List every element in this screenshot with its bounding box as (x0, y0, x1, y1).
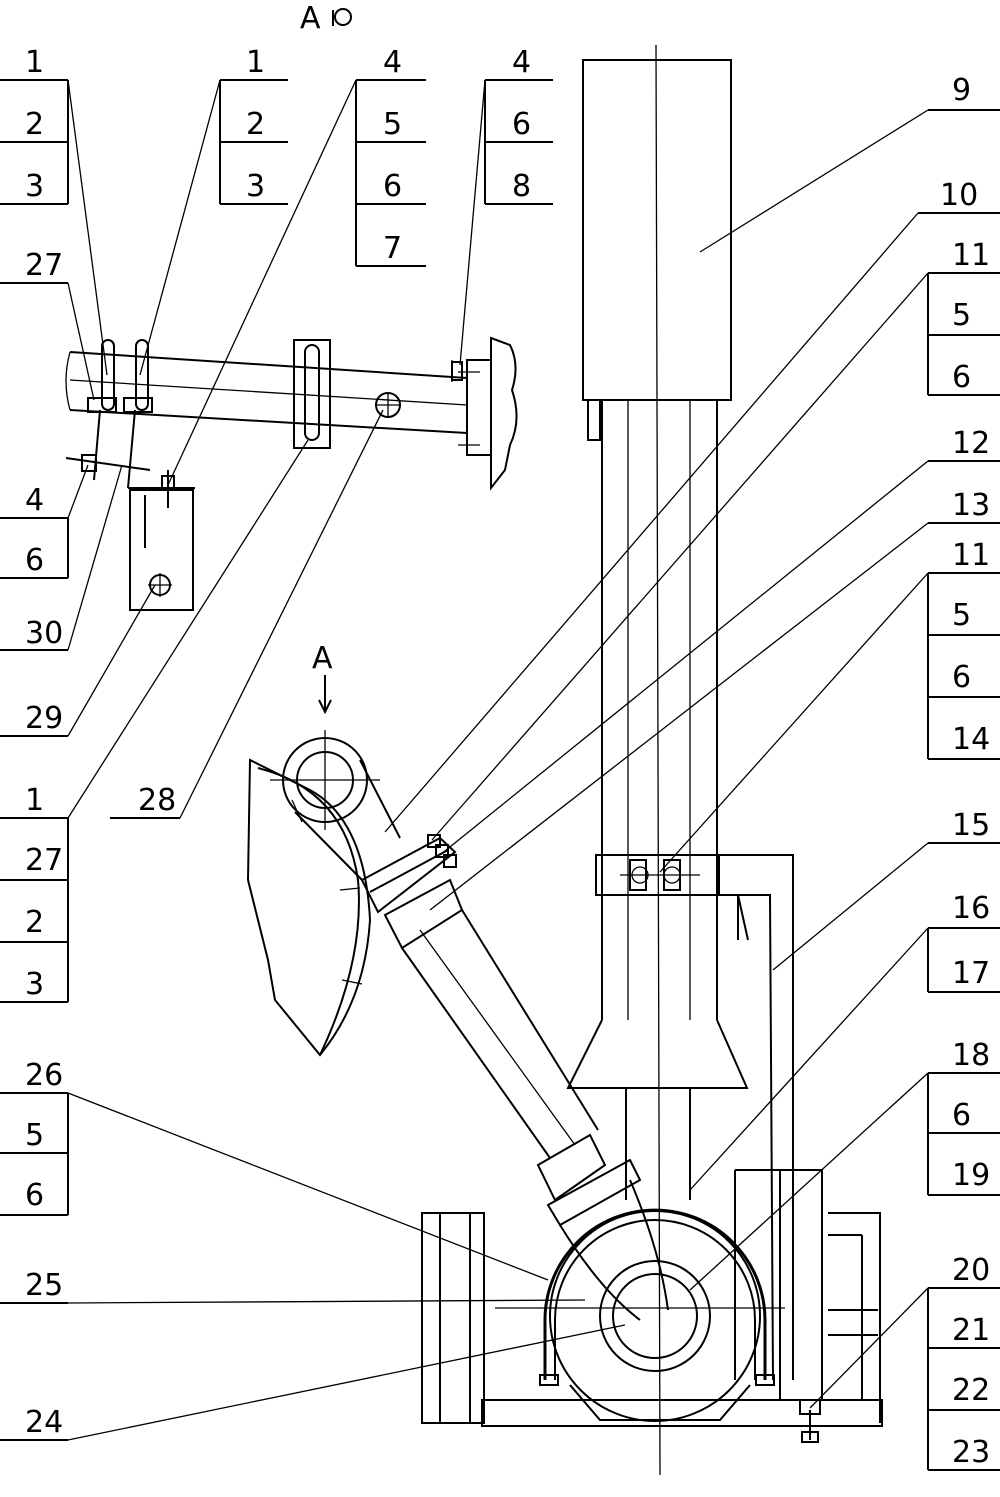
callout-stack-top-1: 1 2 3 (0, 45, 108, 376)
view-title: A (300, 1, 321, 36)
column-assembly (566, 44, 749, 1476)
svg-text:16: 16 (952, 891, 990, 926)
callout-right-13: 13 (429, 488, 1000, 911)
callout-right-11-5-6-14: 11 5 6 14 (659, 538, 1000, 873)
svg-text:14: 14 (952, 722, 990, 757)
svg-text:20: 20 (952, 1253, 990, 1288)
callout-left-26-5-6: 26 5 6 (0, 1058, 549, 1281)
svg-text:22: 22 (952, 1373, 990, 1408)
callout-left-1-27-2-3: 1 27 2 3 (0, 439, 309, 1003)
svg-text:11: 11 (952, 538, 990, 573)
callout-right-15: 15 (772, 808, 1000, 971)
callout-right-11-5-6: 11 5 6 (431, 238, 1000, 841)
callout-left-29: 29 (0, 584, 156, 737)
callout-right-9: 9 (699, 73, 1000, 253)
svg-text:10: 10 (940, 178, 978, 213)
bucket-blade (246, 758, 372, 1057)
svg-text:6: 6 (25, 1178, 44, 1213)
svg-text:27: 27 (25, 248, 63, 283)
svg-text:4: 4 (383, 45, 402, 80)
callout-left-25: 25 (0, 1268, 586, 1304)
svg-text:6: 6 (952, 360, 971, 395)
rotation-symbol (332, 8, 352, 26)
svg-text:6: 6 (952, 660, 971, 695)
svg-text:3: 3 (25, 169, 44, 204)
svg-text:3: 3 (246, 169, 265, 204)
svg-text:28: 28 (138, 783, 176, 818)
callout-left-27: 27 (0, 248, 95, 401)
callout-left-4-6: 4 6 (0, 464, 89, 579)
callout-right-20-23: 20 21 22 23 (809, 1253, 1000, 1471)
svg-text:5: 5 (952, 298, 971, 333)
svg-text:1: 1 (25, 45, 44, 80)
svg-text:15: 15 (952, 808, 990, 843)
view-a-label: A (312, 641, 333, 676)
svg-text:19: 19 (952, 1158, 990, 1193)
svg-text:30: 30 (25, 616, 63, 651)
svg-text:9: 9 (952, 73, 971, 108)
svg-text:23: 23 (952, 1435, 990, 1470)
svg-text:4: 4 (512, 45, 531, 80)
diagonal-arm: A (270, 641, 669, 1321)
view-a-detail (65, 336, 518, 611)
svg-text:5: 5 (25, 1118, 44, 1153)
callout-right-18-6-19: 18 6 19 (689, 1038, 1000, 1291)
svg-text:2: 2 (25, 905, 44, 940)
svg-text:25: 25 (25, 1268, 63, 1303)
svg-text:4: 4 (25, 483, 44, 518)
callout-right-12: 12 (439, 426, 1000, 856)
svg-text:24: 24 (25, 1405, 63, 1440)
svg-text:8: 8 (512, 169, 531, 204)
svg-text:2: 2 (246, 107, 265, 142)
support-frame (421, 854, 883, 1443)
svg-text:7: 7 (383, 231, 402, 266)
svg-text:12: 12 (952, 426, 990, 461)
svg-text:6: 6 (512, 107, 531, 142)
svg-text:5: 5 (952, 598, 971, 633)
svg-text:13: 13 (952, 488, 990, 523)
callout-stack-top-2: 1 2 3 (139, 45, 288, 376)
svg-text:5: 5 (383, 107, 402, 142)
svg-text:2: 2 (25, 107, 44, 142)
svg-text:6: 6 (383, 169, 402, 204)
svg-text:27: 27 (25, 843, 63, 878)
svg-text:1: 1 (25, 783, 44, 818)
svg-text:3: 3 (25, 967, 44, 1002)
callout-right-10: 10 (384, 178, 1000, 833)
svg-text:11: 11 (952, 238, 990, 273)
callout-stack-top-4: 4 6 8 (459, 45, 553, 366)
svg-text:17: 17 (952, 956, 990, 991)
gear-housing (495, 1208, 785, 1422)
svg-text:1: 1 (246, 45, 265, 80)
svg-text:18: 18 (952, 1038, 990, 1073)
svg-text:26: 26 (25, 1058, 63, 1093)
callout-left-28: 28 (110, 409, 384, 819)
callout-right-16-17: 16 17 (689, 891, 1000, 1191)
svg-text:21: 21 (952, 1313, 990, 1348)
svg-text:6: 6 (952, 1098, 971, 1133)
callout-left-24: 24 (0, 1324, 626, 1441)
callout-stack-top-3: 4 5 6 7 (167, 45, 426, 486)
svg-text:29: 29 (25, 701, 63, 736)
callout-left-30: 30 (0, 464, 123, 651)
svg-text:6: 6 (25, 543, 44, 578)
